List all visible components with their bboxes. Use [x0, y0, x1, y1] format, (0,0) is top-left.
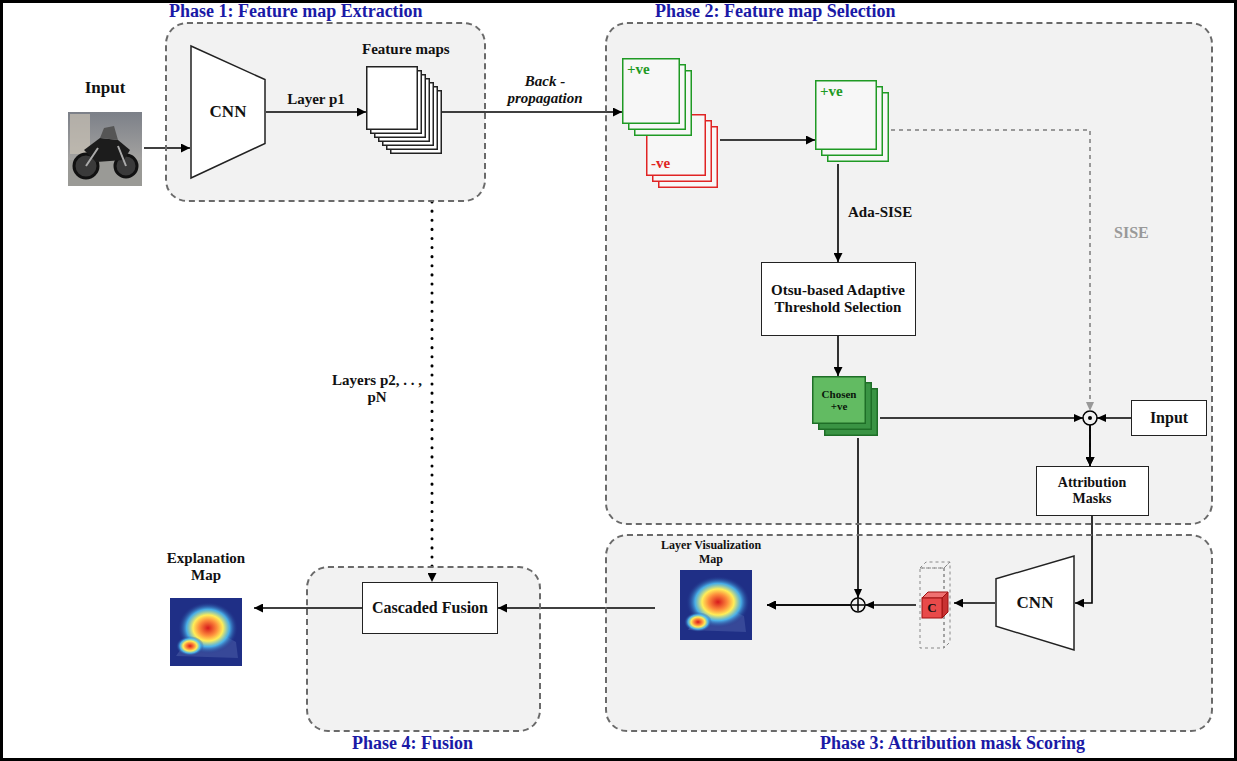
- image-caption: Input: [85, 78, 126, 98]
- heatmap-picture: [680, 570, 752, 640]
- phase-ground: [307, 567, 540, 731]
- phase-ground: [166, 23, 485, 201]
- class-label: C: [922, 598, 942, 618]
- feature-map-stack-outline: [366, 66, 442, 158]
- flow-arrow: [767, 438, 858, 605]
- stack-label: Chosen +ve: [814, 376, 864, 424]
- positive-map-stack: +ve: [815, 80, 891, 164]
- flow-arrow: [880, 418, 1090, 466]
- phase-box: Phase 3: Attribution mask ScoringCNNCLay…: [605, 534, 1213, 732]
- explanation-image: Explanation Map: [158, 550, 254, 668]
- arrowhead: [865, 601, 874, 609]
- cnn-trapezoid: CNN: [995, 555, 1075, 651]
- stack-label: Feature maps: [362, 41, 450, 58]
- cnn-label: CNN: [210, 102, 247, 122]
- flow-arrow: [1075, 516, 1092, 603]
- layers-dotted-arrow: [431, 202, 434, 582]
- input-image: Input: [66, 78, 144, 188]
- flow-arrow: [720, 139, 815, 141]
- flow-arrow: [1090, 418, 1131, 466]
- sum-junction: [851, 598, 865, 612]
- cnn-label: CNN: [1017, 593, 1054, 613]
- feature-map-stack: Feature maps: [366, 66, 442, 158]
- gradient-sign-stack: +ve -ve: [622, 58, 720, 190]
- sign-label: +ve: [820, 83, 843, 100]
- box-label: Cascaded Fusion: [372, 599, 488, 617]
- phase-box: Phase 4: FusionCascaded Fusion: [306, 566, 541, 732]
- multiply-junction: [1083, 411, 1097, 425]
- process-box: Cascaded Fusion: [362, 582, 498, 634]
- edge-label: Back -propagation: [493, 73, 597, 108]
- image-caption: Explanation Map: [158, 550, 254, 584]
- phase-heading: Phase 2: Feature map Selection: [655, 2, 896, 20]
- process-box: Attribution Masks: [1036, 466, 1149, 516]
- flow-arrow: [498, 607, 655, 609]
- phase-heading: Phase 3: Attribution mask Scoring: [820, 734, 1085, 752]
- image-caption: Layer Visualization Map: [655, 538, 767, 566]
- input-photo: [68, 112, 142, 186]
- box-label: Otsu-based Adaptive Threshold Selection: [766, 282, 911, 317]
- process-box: Otsu-based Adaptive Threshold Selection: [761, 262, 916, 336]
- flow-arrow: [442, 111, 622, 113]
- input-box: Input: [1131, 400, 1207, 436]
- phase-ground: [606, 535, 1212, 731]
- arrowhead: [1086, 402, 1094, 411]
- layer-range-label: Layers p2, . . , pN: [330, 372, 424, 407]
- gradient-sign-stack-outline: [622, 58, 720, 190]
- class-score-cube: C: [916, 560, 954, 650]
- box-label: Input: [1150, 409, 1188, 427]
- flow-arrow: [254, 607, 362, 609]
- flow-arrow: [144, 147, 190, 149]
- arrowhead: [854, 589, 862, 598]
- phase-heading: Phase 4: Fusion: [352, 734, 473, 752]
- phase-box: Phase 2: Feature map Selection+ve-ve+veO…: [605, 22, 1213, 525]
- box-label: Attribution Masks: [1041, 475, 1144, 507]
- phase-heading: Phase 1: Feature map Extraction: [169, 2, 423, 20]
- flow-arrow: [266, 111, 366, 113]
- flow-arrow: [837, 164, 839, 262]
- arrowhead: [1097, 414, 1106, 422]
- phase-box: Phase 1: Feature map ExtractionCNNFeatur…: [165, 22, 486, 202]
- flow-arrow: [837, 336, 839, 376]
- edge-label: Layer p1: [285, 91, 347, 108]
- flow-arrow: [954, 602, 995, 604]
- edge-label: SISE: [1112, 224, 1151, 242]
- sign-label: +ve: [627, 61, 650, 78]
- layer-map-image: Layer Visualization Map: [655, 538, 767, 642]
- explanation-picture: [170, 598, 242, 666]
- arrowhead: [1074, 414, 1083, 422]
- cnn-trapezoid: CNN: [190, 45, 266, 179]
- sise-dotted-arrow: [891, 130, 1090, 466]
- edge-label: Ada-SISE: [846, 204, 914, 221]
- chosen-map-stack: Chosen +ve: [812, 376, 880, 438]
- sign-label: -ve: [651, 155, 670, 172]
- phase-ground: [606, 23, 1212, 524]
